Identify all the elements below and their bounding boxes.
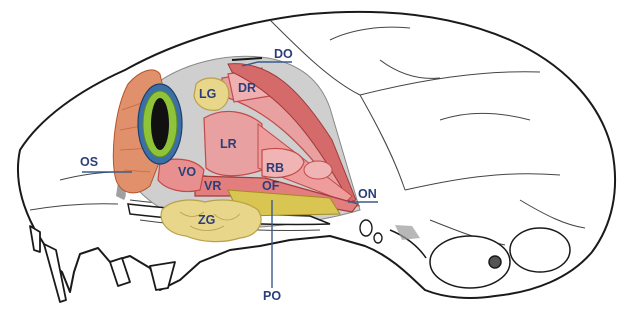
label-OS: OS [80,155,98,169]
label-LG: LG [199,87,216,101]
label-OF: OF [262,179,280,193]
label-LR: LR [220,137,237,151]
premolar-tooth [110,258,130,286]
label-DR: DR [238,81,256,95]
label-ZG: ZG [198,213,215,227]
eye-globe [138,84,182,164]
retractor-bulbi-apex [304,161,332,179]
label-DO: DO [274,47,293,61]
label-PO: PO [263,289,281,303]
label-VR: VR [204,179,221,193]
label-ON: ON [358,187,377,201]
label-VO: VO [178,165,196,179]
label-RB: RB [266,161,284,175]
pupil [151,98,169,150]
molar-tooth [150,262,175,290]
